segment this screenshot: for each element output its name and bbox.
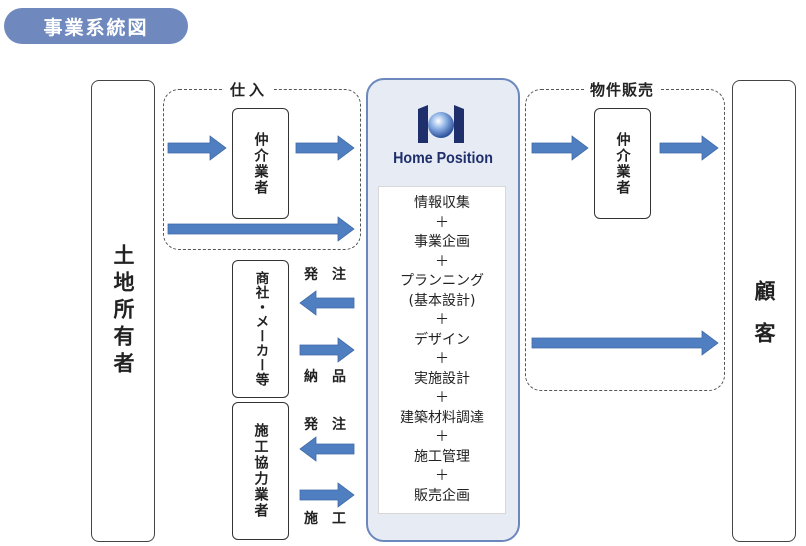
purchase-broker-label: 仲介業者 xyxy=(252,131,269,196)
sales-group-label: 物件販売 xyxy=(584,79,661,100)
customer-box: 顧 客 xyxy=(732,80,796,542)
suppliers-box: 商社・メーカー等 xyxy=(232,260,289,398)
plus-separator: ＋ xyxy=(435,214,449,231)
plus-separator: ＋ xyxy=(435,312,449,328)
plus-separator: ＋ xyxy=(435,351,449,367)
company-name: Home Position xyxy=(393,150,493,167)
customer-label: 顧 客 xyxy=(752,279,776,343)
sales-broker-label: 仲介業者 xyxy=(614,131,631,196)
arrow-right xyxy=(531,135,589,161)
suppliers-order-label: 発注 xyxy=(304,267,360,283)
process-item: 施工管理 xyxy=(414,448,470,465)
purchase-group-label: 仕入 xyxy=(224,79,275,100)
arrow-right xyxy=(167,216,355,242)
contractors-order-label: 発注 xyxy=(304,417,360,433)
contractors-construction-label: 施工 xyxy=(304,511,360,527)
suppliers-label: 商社・メーカー等 xyxy=(252,271,269,387)
plus-separator: ＋ xyxy=(435,429,449,445)
process-item: 建築材料調達 xyxy=(400,409,484,426)
process-item: 情報収集 xyxy=(414,195,470,211)
page-title: 事業系統図 xyxy=(4,8,188,44)
land-owner-box: 土地所有者 xyxy=(91,80,155,542)
arrow-right xyxy=(299,337,355,363)
purchase-broker-box: 仲介業者 xyxy=(232,108,289,219)
arrow-right xyxy=(659,135,719,161)
arrow-right xyxy=(531,330,719,356)
sales-broker-box: 仲介業者 xyxy=(594,108,651,219)
plus-separator: ＋ xyxy=(435,390,449,406)
process-item: プランニング xyxy=(400,273,484,289)
arrow-right xyxy=(299,482,355,508)
process-item: デザイン xyxy=(414,331,470,348)
process-item: 事業企画 xyxy=(414,234,470,250)
arrow-left xyxy=(299,436,355,462)
contractors-label: 施工協力業者 xyxy=(252,423,269,519)
plus-separator: ＋ xyxy=(435,468,449,484)
land-owner-label: 土地所有者 xyxy=(111,243,135,379)
process-list: 情報収集 ＋ 事業企画 ＋ プランニング (基本設計) ＋ デザイン ＋ 実施設… xyxy=(378,186,506,514)
arrow-right xyxy=(167,135,227,161)
plus-separator: ＋ xyxy=(435,253,449,270)
company-logo-icon xyxy=(418,105,464,143)
arrow-right xyxy=(295,135,355,161)
arrow-left xyxy=(299,290,355,316)
contractors-box: 施工協力業者 xyxy=(232,402,289,540)
process-item: (基本設計) xyxy=(408,292,476,309)
process-item: 実施設計 xyxy=(414,370,470,387)
process-item: 販売企画 xyxy=(414,487,470,504)
suppliers-delivery-label: 納品 xyxy=(304,369,360,385)
